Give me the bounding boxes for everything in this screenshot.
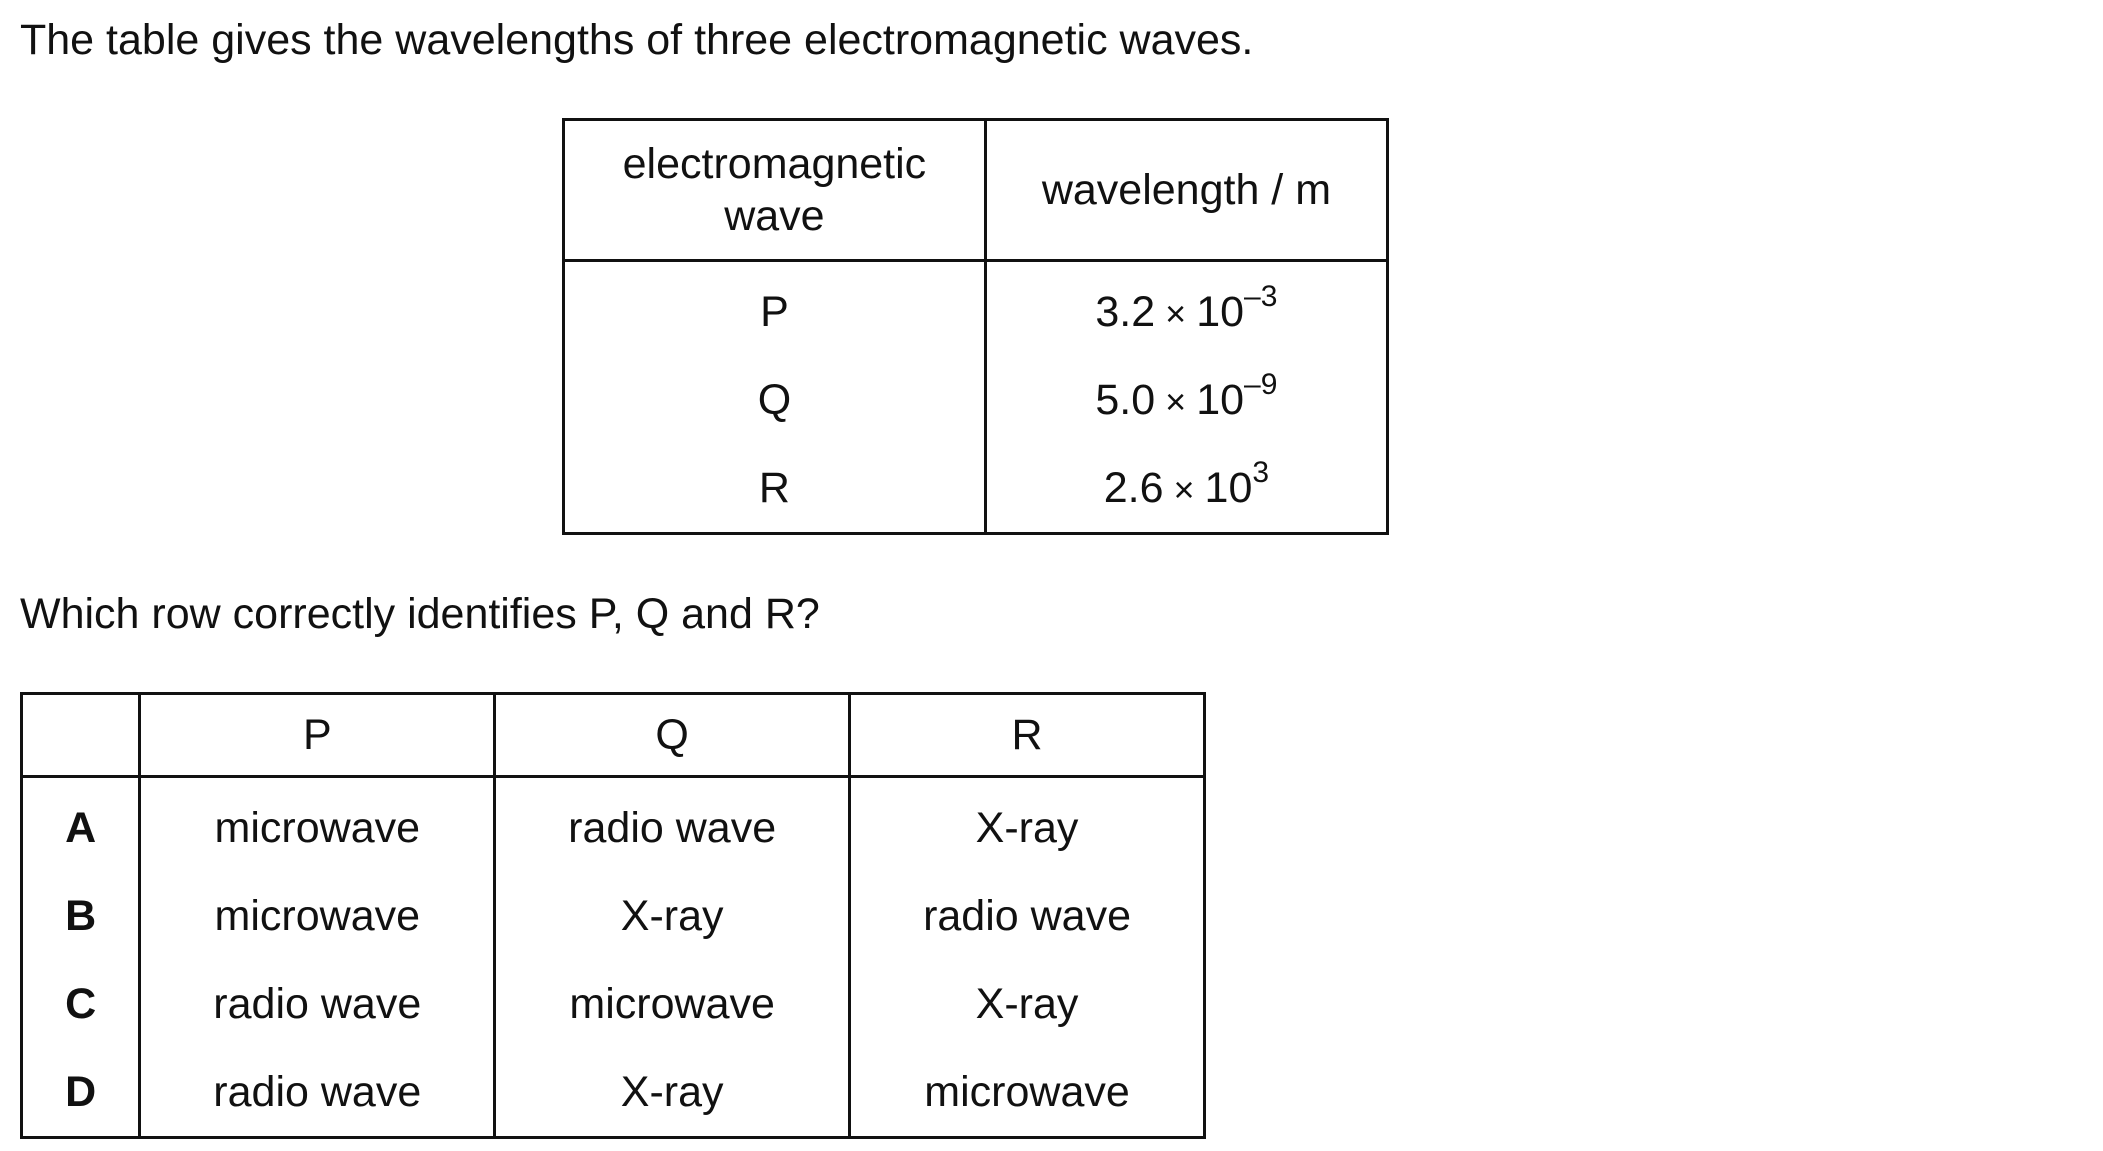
- exponent: –3: [1244, 279, 1278, 313]
- option-r: X-ray: [848, 776, 1206, 872]
- answer-options-table: P Q R A microwave radio wave X-ray B mic…: [19, 692, 1206, 1139]
- option-p: microwave: [138, 776, 497, 872]
- header-r: R: [848, 692, 1206, 778]
- header-wavelength: wavelength / m: [983, 118, 1390, 262]
- table-row: R 2.6×103: [562, 444, 1390, 534]
- wavelength-value: 3.2×10–3: [983, 260, 1390, 356]
- option-r: microwave: [848, 1048, 1206, 1138]
- option-r: radio wave: [848, 872, 1206, 960]
- wavelength-value: 5.0×10–9: [983, 356, 1390, 444]
- header-option-letter: [19, 692, 142, 778]
- option-row-b[interactable]: B microwave X-ray radio wave: [19, 872, 1206, 960]
- question-text: Which row correctly identifies P, Q and …: [20, 590, 820, 638]
- wave-name: R: [562, 444, 987, 534]
- times-sign: ×: [1173, 468, 1195, 510]
- wavelength-table: electromagnetic wave wavelength / m P 3.…: [562, 118, 1390, 535]
- mantissa: 3.2: [1095, 287, 1156, 336]
- wavelength-value: 2.6×103: [983, 444, 1390, 534]
- option-p: microwave: [138, 872, 497, 960]
- option-p: radio wave: [138, 960, 497, 1048]
- header-q: Q: [493, 692, 852, 778]
- wave-name: Q: [562, 356, 987, 444]
- table-row: Q 5.0×10–9: [562, 356, 1390, 444]
- options-header-row: P Q R: [19, 692, 1206, 778]
- option-q: X-ray: [493, 872, 852, 960]
- mantissa: 2.6: [1103, 463, 1164, 512]
- mantissa: 5.0: [1095, 375, 1156, 424]
- option-letter: D: [19, 1048, 142, 1138]
- header-electromagnetic-wave: electromagnetic wave: [562, 118, 987, 262]
- base: 10: [1196, 375, 1245, 424]
- option-q: microwave: [493, 960, 852, 1048]
- option-r: X-ray: [848, 960, 1206, 1048]
- wavelength-table-header-row: electromagnetic wave wavelength / m: [562, 118, 1390, 262]
- header-wave-line1: electromagnetic: [622, 140, 927, 188]
- times-sign: ×: [1165, 292, 1187, 334]
- option-row-d[interactable]: D radio wave X-ray microwave: [19, 1048, 1206, 1138]
- exponent: 3: [1252, 455, 1270, 489]
- times-sign: ×: [1165, 380, 1187, 422]
- base: 10: [1204, 463, 1253, 512]
- option-q: X-ray: [493, 1048, 852, 1138]
- option-row-a[interactable]: A microwave radio wave X-ray: [19, 776, 1206, 872]
- intro-text: The table gives the wavelengths of three…: [20, 16, 1254, 64]
- base: 10: [1196, 287, 1245, 336]
- option-letter: A: [19, 776, 142, 872]
- header-p: P: [138, 692, 497, 778]
- header-wave-line2: wave: [724, 192, 825, 240]
- option-row-c[interactable]: C radio wave microwave X-ray: [19, 960, 1206, 1048]
- option-letter: B: [19, 872, 142, 960]
- option-q: radio wave: [493, 776, 852, 872]
- option-p: radio wave: [138, 1048, 497, 1138]
- exponent: –9: [1244, 367, 1278, 401]
- wave-name: P: [562, 260, 987, 356]
- option-letter: C: [19, 960, 142, 1048]
- table-row: P 3.2×10–3: [562, 260, 1390, 356]
